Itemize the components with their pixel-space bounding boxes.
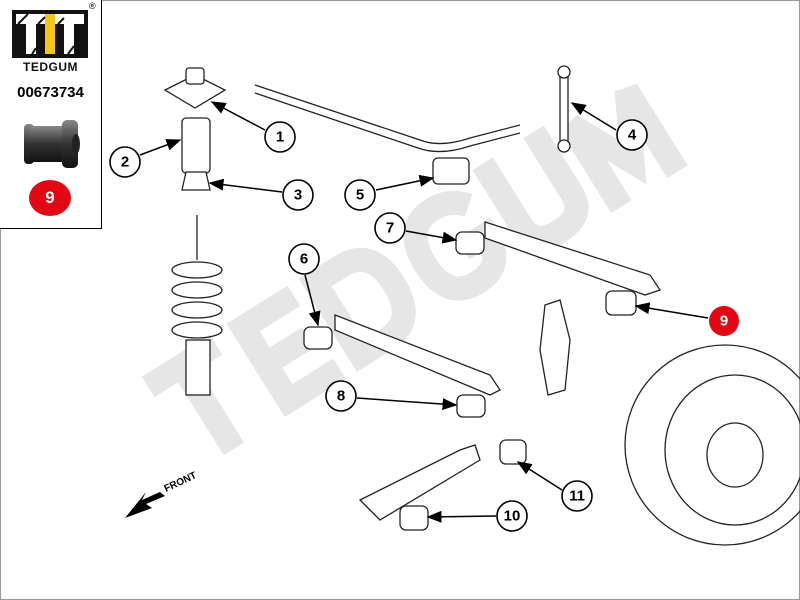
- bushing-10: [399, 505, 429, 531]
- callout-10[interactable]: 10: [496, 500, 528, 532]
- steering-knuckle: [539, 299, 571, 396]
- bushing-product-image: [24, 120, 80, 168]
- svg-text:8: 8: [337, 388, 345, 405]
- trailing-arm: [358, 444, 481, 521]
- callout-3[interactable]: 3: [282, 179, 314, 211]
- stabilizer-bar: [254, 84, 521, 145]
- callout-2[interactable]: 2: [109, 146, 141, 178]
- front-label: FRONT: [163, 470, 199, 495]
- svg-text:7: 7: [386, 220, 394, 237]
- callout-7[interactable]: 7: [374, 212, 406, 244]
- svg-text:11: 11: [569, 488, 585, 505]
- product-panel: ® TEDGUM 00673734 9: [0, 0, 102, 229]
- stabilizer-bushing: [432, 157, 470, 185]
- registered-mark: ®: [89, 1, 96, 11]
- svg-text:1: 1: [276, 129, 284, 146]
- callout-6[interactable]: 6: [288, 243, 320, 275]
- bushing-6: [303, 326, 333, 350]
- callout-5[interactable]: 5: [344, 179, 376, 211]
- svg-text:4: 4: [628, 127, 637, 144]
- part-number: 00673734: [17, 84, 84, 101]
- brand-name: TEDGUM: [23, 60, 78, 74]
- svg-text:10: 10: [504, 508, 521, 525]
- svg-text:3: 3: [294, 187, 302, 204]
- bump-stop: [181, 171, 211, 191]
- upper-control-arm: [484, 221, 662, 296]
- callout-11[interactable]: 11: [561, 480, 593, 512]
- svg-text:6: 6: [300, 251, 308, 268]
- bushing-11: [499, 439, 527, 465]
- svg-text:5: 5: [356, 187, 364, 204]
- callout-9-highlighted[interactable]: 9: [709, 306, 739, 336]
- position-badge: 9: [29, 180, 71, 216]
- dust-boot: [181, 117, 211, 174]
- wheel: [624, 344, 800, 546]
- callout-4[interactable]: 4: [616, 119, 648, 151]
- svg-text:2: 2: [121, 154, 129, 171]
- coil-spring: [171, 261, 223, 339]
- callout-8[interactable]: 8: [325, 380, 357, 412]
- lower-control-arm: [334, 314, 501, 396]
- bushing-7: [455, 231, 485, 255]
- stabilizer-link: [559, 69, 569, 151]
- tedgum-logo: [12, 10, 88, 58]
- bushing-8: [456, 394, 486, 418]
- svg-text:9: 9: [720, 313, 728, 330]
- front-direction-arrow: FRONT: [125, 470, 198, 518]
- shock-absorber: [185, 339, 211, 396]
- bushing-9: [605, 290, 637, 316]
- callout-1[interactable]: 1: [264, 121, 296, 153]
- strut-top-mount: [163, 74, 227, 109]
